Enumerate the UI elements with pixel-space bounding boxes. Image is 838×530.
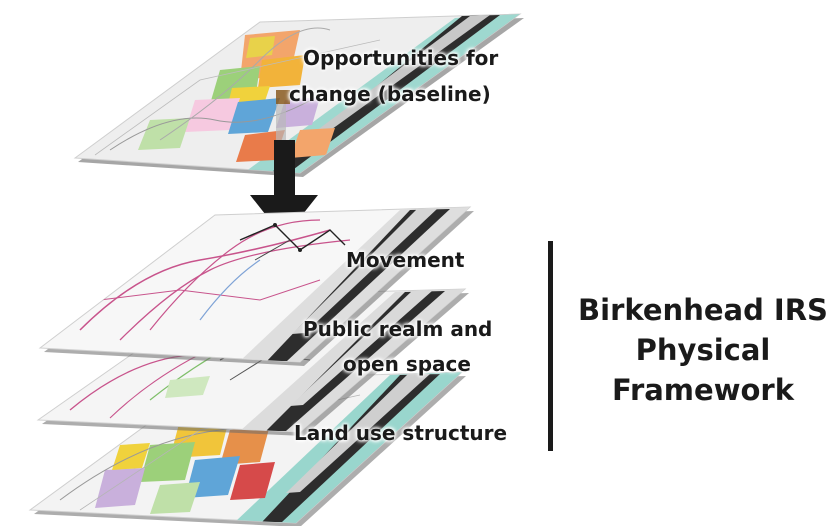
framework-title-line1: Birkenhead IRS (578, 293, 828, 327)
baseline-label-line2: change (baseline) (289, 82, 491, 106)
framework-title-line2: Physical (635, 333, 771, 367)
framework-title: Birkenhead IRS Physical Framework (568, 290, 838, 410)
public-realm-label-line2: open space (343, 352, 471, 376)
movement-label: Movement (346, 248, 465, 272)
public-realm-label-line1: Public realm and (303, 317, 493, 341)
framework-title-line3: Framework (611, 373, 794, 407)
baseline-map-sheet (73, 13, 524, 177)
land-use-label: Land use structure (294, 421, 508, 445)
baseline-label-line1: Opportunities for (303, 46, 499, 70)
framework-bracket-divider (548, 241, 553, 451)
movement-map-sheet (38, 206, 474, 366)
